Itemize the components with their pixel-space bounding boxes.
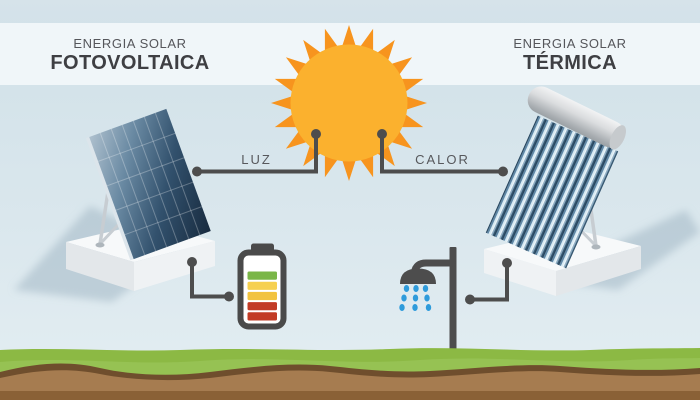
label-calor: CALOR bbox=[415, 152, 470, 167]
shower-connector bbox=[470, 263, 509, 302]
connector-lines bbox=[190, 134, 509, 302]
soil-bottom bbox=[0, 391, 700, 400]
pv-base-front-left bbox=[66, 242, 134, 291]
thermal-base-front-left bbox=[484, 249, 556, 296]
pv-base-front-right bbox=[134, 241, 215, 291]
connector-dots bbox=[187, 129, 512, 305]
battery-charge-icon bbox=[237, 243, 287, 330]
pv-panel-grid bbox=[97, 112, 203, 256]
thermal-base-front-right bbox=[556, 246, 641, 296]
thermal-tank-cap bbox=[609, 125, 627, 150]
label-luz: LUZ bbox=[241, 152, 272, 167]
shower-head bbox=[400, 268, 436, 284]
heading-photovoltaic: ENERGIA SOLAR FOTOVOLTAICA bbox=[30, 37, 230, 74]
calor-connector bbox=[380, 134, 503, 174]
battery-bar-2 bbox=[247, 281, 277, 290]
heading-photovoltaic-line2: FOTOVOLTAICA bbox=[50, 51, 210, 74]
photovoltaic-panel-icon bbox=[66, 108, 215, 291]
ground bbox=[0, 348, 700, 400]
heading-thermal-line1: ENERGIA SOLAR bbox=[513, 36, 627, 51]
pv-strut-foot bbox=[95, 242, 105, 248]
heading-thermal-line2: TÉRMICA bbox=[523, 51, 617, 74]
shower-icon bbox=[399, 247, 457, 352]
thermal-strut-foot bbox=[591, 244, 601, 250]
battery-bar-5 bbox=[247, 312, 277, 321]
heading-thermal: ENERGIA SOLAR TÉRMICA bbox=[470, 37, 670, 74]
battery-connector bbox=[190, 262, 229, 299]
luz-connector bbox=[197, 134, 318, 174]
thermal-collector-icon bbox=[484, 86, 641, 296]
battery-bar-1 bbox=[247, 271, 277, 280]
pv-panel-frame-edge bbox=[85, 136, 135, 261]
pv-panel-face bbox=[89, 108, 211, 260]
water-drops bbox=[399, 285, 432, 311]
sun-body bbox=[290, 44, 408, 162]
heading-photovoltaic-line1: ENERGIA SOLAR bbox=[73, 36, 187, 51]
battery-bar-4 bbox=[247, 302, 277, 311]
shower-pole bbox=[449, 247, 457, 352]
thermal-tubes bbox=[485, 115, 619, 269]
battery-bar-3 bbox=[247, 291, 277, 301]
thermal-tank bbox=[527, 86, 625, 148]
